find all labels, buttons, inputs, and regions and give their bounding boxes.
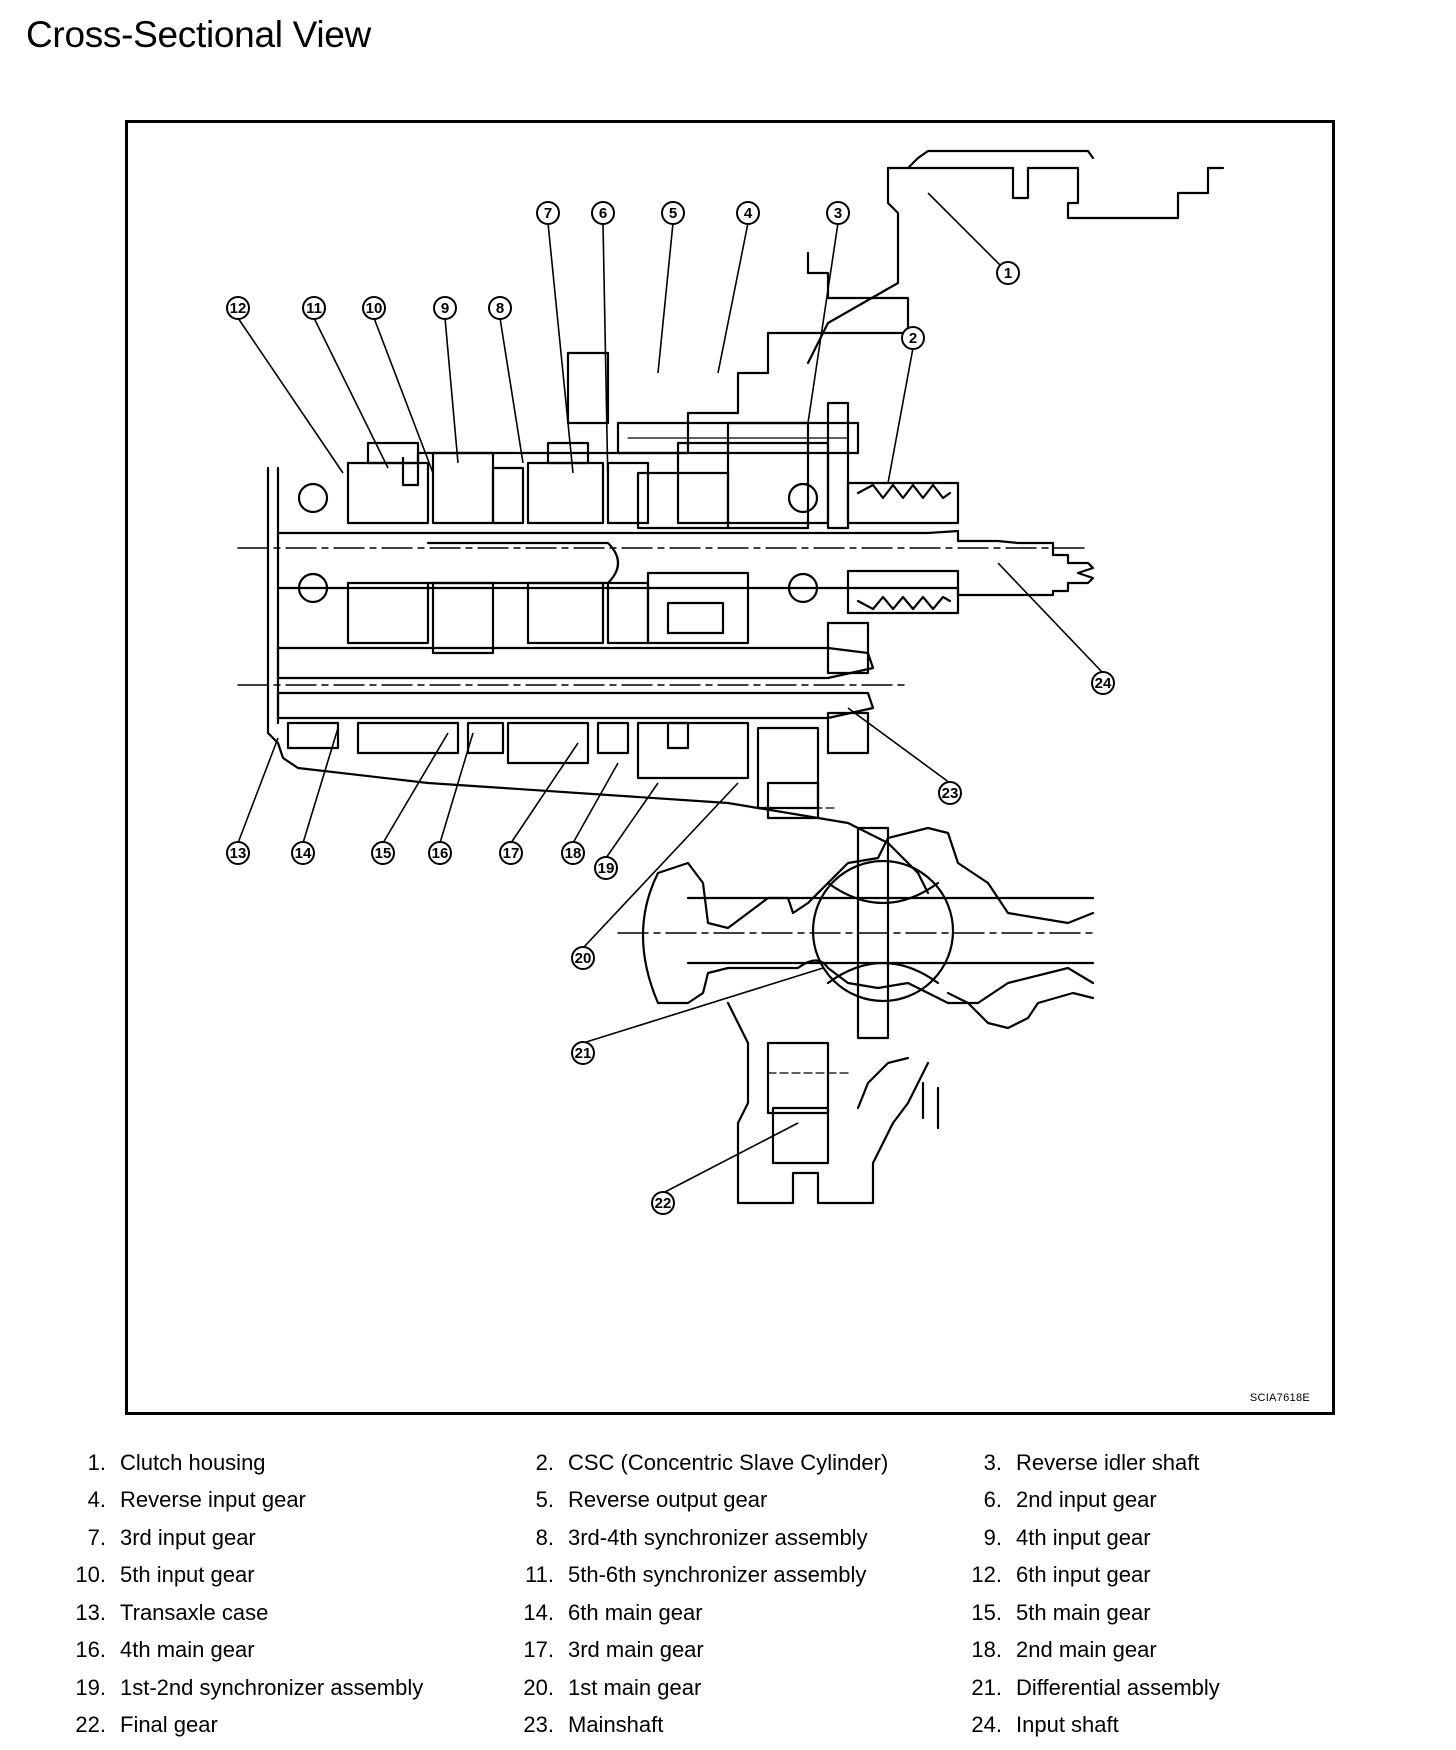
svg-text:4: 4 bbox=[744, 205, 753, 222]
callout-2: 2 bbox=[901, 326, 925, 350]
svg-text:18: 18 bbox=[565, 845, 582, 862]
callout-22: 22 bbox=[651, 1191, 675, 1215]
svg-text:22: 22 bbox=[655, 1195, 672, 1212]
svg-text:21: 21 bbox=[575, 1045, 592, 1062]
callout-23: 23 bbox=[938, 781, 962, 805]
callout-15: 15 bbox=[371, 841, 395, 865]
callout-19: 19 bbox=[594, 856, 618, 880]
callout-8: 8 bbox=[488, 296, 512, 320]
svg-text:14: 14 bbox=[295, 845, 312, 862]
callout-6: 6 bbox=[591, 201, 615, 225]
svg-text:23: 23 bbox=[942, 785, 959, 802]
svg-text:2: 2 bbox=[909, 330, 917, 347]
svg-text:3: 3 bbox=[834, 205, 842, 222]
transaxle-drawing: 1 2 3 4 5 6 7 8 9 10 11 12 13 14 15 16 1… bbox=[226, 149, 1225, 1215]
callout-13: 13 bbox=[226, 841, 250, 865]
svg-text:11: 11 bbox=[306, 300, 322, 317]
page-title: Cross-Sectional View bbox=[26, 14, 371, 55]
svg-text:16: 16 bbox=[432, 845, 449, 862]
svg-text:19: 19 bbox=[598, 860, 615, 877]
callout-20: 20 bbox=[571, 946, 595, 970]
svg-text:7: 7 bbox=[544, 205, 552, 222]
drawing-lines bbox=[237, 149, 1225, 1205]
svg-text:5: 5 bbox=[669, 205, 677, 222]
svg-text:9: 9 bbox=[441, 300, 449, 317]
svg-text:17: 17 bbox=[503, 845, 520, 862]
cross-section-figure: 1 2 3 4 5 6 7 8 9 10 11 12 13 14 15 16 1… bbox=[125, 120, 1335, 1415]
callout-7: 7 bbox=[536, 201, 560, 225]
callout-5: 5 bbox=[661, 201, 685, 225]
svg-text:8: 8 bbox=[496, 300, 504, 317]
svg-text:15: 15 bbox=[375, 845, 392, 862]
svg-text:10: 10 bbox=[366, 300, 383, 317]
callout-24: 24 bbox=[1091, 671, 1115, 695]
svg-text:20: 20 bbox=[575, 950, 592, 967]
callout-14: 14 bbox=[291, 841, 315, 865]
callout-10: 10 bbox=[362, 296, 386, 320]
leader-lines bbox=[237, 192, 1104, 1194]
callout-11: 11 bbox=[302, 296, 326, 320]
callout-9: 9 bbox=[433, 296, 457, 320]
figure-code: SCIA7618E bbox=[1249, 1392, 1310, 1404]
svg-text:13: 13 bbox=[230, 845, 247, 862]
callout-17: 17 bbox=[499, 841, 523, 865]
callout-4: 4 bbox=[736, 201, 760, 225]
callout-12: 12 bbox=[226, 296, 250, 320]
callout-16: 16 bbox=[428, 841, 452, 865]
svg-text:12: 12 bbox=[230, 300, 247, 317]
svg-text:24: 24 bbox=[1095, 675, 1112, 692]
svg-text:6: 6 bbox=[599, 205, 607, 222]
svg-text:1: 1 bbox=[1004, 265, 1012, 282]
callout-3: 3 bbox=[826, 201, 850, 225]
callout-1: 1 bbox=[996, 261, 1020, 285]
callout-18: 18 bbox=[561, 841, 585, 865]
callout-markers: 1 2 3 4 5 6 7 8 9 10 11 12 13 14 15 16 1… bbox=[226, 201, 1115, 1215]
callout-21: 21 bbox=[571, 1041, 595, 1065]
